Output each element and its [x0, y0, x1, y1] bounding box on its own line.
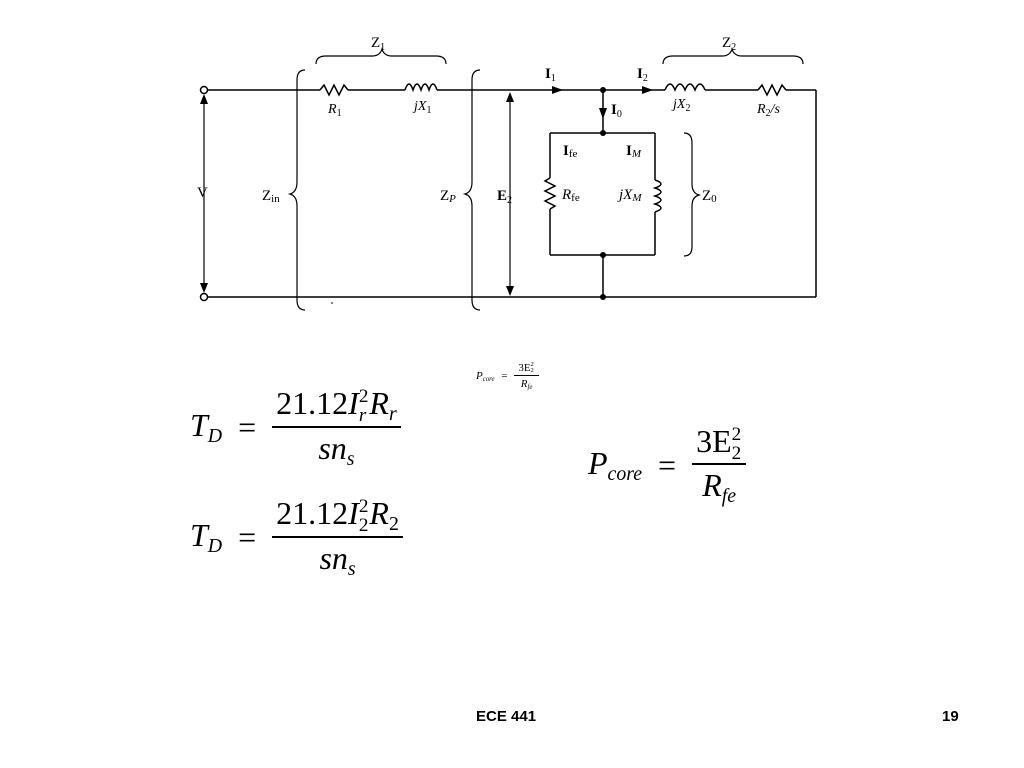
zin-label: Zin [262, 188, 280, 205]
r1-label: R1 [327, 102, 342, 119]
i0-arrow [599, 108, 607, 119]
r2-resistor [757, 83, 787, 97]
z0-brace [683, 132, 702, 257]
z0-label: Z0 [702, 188, 717, 205]
z2-label: Z2 [722, 35, 736, 53]
r1-resistor [319, 83, 349, 97]
i2-label: I2 [637, 66, 648, 84]
i1-label: I1 [545, 66, 556, 84]
jxm-inductor [652, 179, 662, 213]
i1-arrow [552, 86, 563, 94]
i2-arrow [642, 86, 653, 94]
jxm-label: jXM [617, 187, 642, 204]
r2s-label: R2/s [756, 102, 780, 119]
z1-brace [315, 46, 447, 65]
footer-course-label: ECE 441 [476, 708, 537, 725]
i0-label: I0 [611, 102, 622, 120]
z2-brace [662, 46, 804, 65]
jx2-inductor [664, 83, 706, 92]
zin-brace [287, 69, 306, 311]
jx1-label: jX1 [412, 99, 431, 116]
v-arrow-head-top [200, 94, 208, 104]
bottom-terminal [199, 292, 209, 302]
v-label: V [197, 185, 208, 201]
ife-label: Ife [563, 143, 578, 160]
e2-arrow-head-top [506, 92, 514, 102]
v-arrow-head-bottom [200, 283, 208, 293]
im-label: IM [626, 143, 642, 160]
top-terminal [199, 85, 209, 95]
zp-brace [462, 69, 481, 311]
zp-label: ZP [440, 188, 456, 205]
page-number: 19 [942, 708, 959, 725]
rfe-resistor [543, 177, 557, 210]
z1-label: Z1 [371, 35, 385, 53]
rfe-label: Rfe [561, 187, 580, 204]
jx1-inductor [404, 83, 438, 93]
equivalent-circuit-diagram: Z1 Z2 I1 I2 R1 jX1 I0 jX2 R2/s Ife IM Rf… [197, 35, 817, 311]
jx2-label: jX2 [671, 97, 690, 114]
e2-arrow-head-bottom [506, 286, 514, 296]
